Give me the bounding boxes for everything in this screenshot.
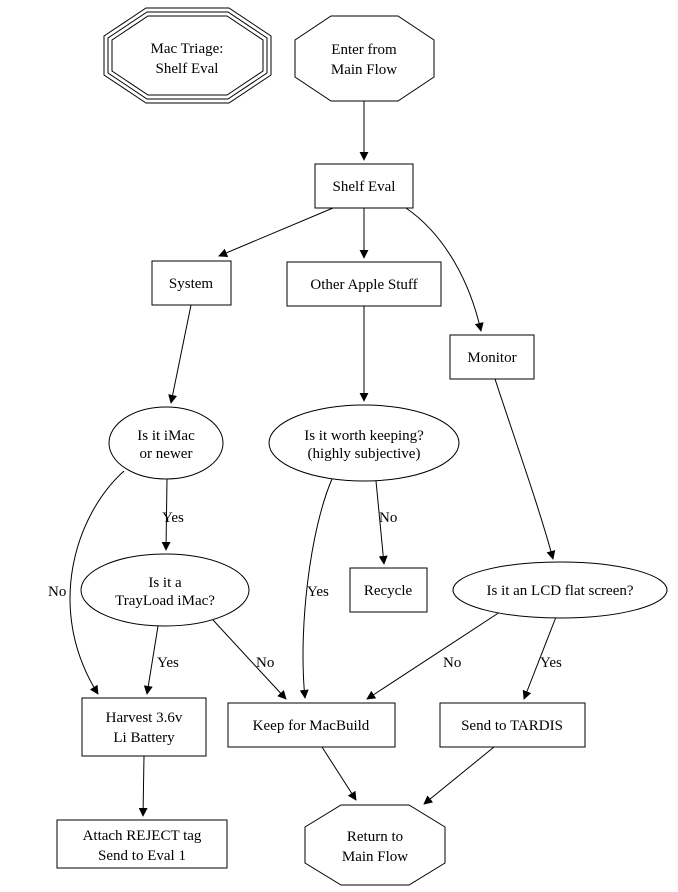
- worth-keeping-line2: (highly subjective): [308, 446, 421, 462]
- node-keep-for-macbuild: Keep for MacBuild: [227, 702, 396, 748]
- monitor-box: [449, 334, 535, 380]
- node-is-imac-or-newer: Is it iMac or newer: [108, 406, 224, 480]
- trayload-line2: TrayLoad iMac?: [115, 593, 215, 609]
- harvest-box: [81, 697, 207, 757]
- edge-label-trayload-yes: Yes: [157, 655, 179, 671]
- edge-isimac-yes-to-trayload: [161, 478, 171, 551]
- tardis-box: [439, 702, 586, 748]
- edge-isimac-no-to-harvest: [69, 470, 125, 695]
- edge-tardis-to-return: [423, 746, 495, 805]
- edge-monitor-to-lcd: [494, 378, 556, 560]
- trayload-line1: Is it a: [148, 575, 182, 591]
- monitor-label: Monitor: [467, 350, 516, 366]
- tardis-label: Send to TARDIS: [461, 718, 563, 734]
- edge-harvest-to-reject: [138, 755, 148, 817]
- enter-octagon: [294, 15, 435, 102]
- node-system: System: [151, 260, 232, 306]
- edge-label-trayload-no: No: [256, 655, 274, 671]
- reject-box: [56, 819, 228, 869]
- reject-line1: Attach REJECT tag: [83, 828, 202, 844]
- edge-shelfeval-to-monitor: [405, 207, 484, 332]
- reject-line2: Send to Eval 1: [98, 848, 186, 864]
- title-line1: Mac Triage:: [151, 41, 224, 57]
- edge-worthkeeping-no-to-recycle: [375, 480, 388, 565]
- title-octagon-inner: [111, 15, 264, 96]
- edge-trayload-yes-to-harvest: [143, 625, 159, 695]
- node-worth-keeping: Is it worth keeping? (highly subjective): [268, 404, 460, 482]
- edge-lcd-yes-to-tardis: [522, 616, 557, 700]
- is-imac-ellipse: [108, 406, 224, 480]
- keep-label: Keep for MacBuild: [253, 718, 370, 734]
- edge-label-worth-yes: Yes: [307, 584, 329, 600]
- shelf-eval-box: [314, 163, 414, 209]
- node-lcd-flat-screen: Is it an LCD flat screen?: [452, 561, 668, 619]
- return-line2: Main Flow: [342, 849, 408, 865]
- edge-worthkeeping-yes-to-keep: [299, 478, 333, 699]
- is-imac-line2: or newer: [140, 446, 193, 462]
- return-line1: Return to: [347, 829, 403, 845]
- edge-label-isimac-no: No: [48, 584, 66, 600]
- edge-label-worth-no: No: [379, 510, 397, 526]
- node-trayload-imac: Is it a TrayLoad iMac?: [80, 553, 250, 627]
- return-octagon: [304, 804, 446, 886]
- node-enter-from-main-flow: Enter from Main Flow: [294, 15, 435, 102]
- enter-line2: Main Flow: [331, 62, 397, 78]
- system-label: System: [169, 276, 214, 292]
- node-monitor: Monitor: [449, 334, 535, 380]
- lcd-ellipse: [452, 561, 668, 619]
- edge-lcd-no-to-keep: [366, 611, 501, 700]
- harvest-line2: Li Battery: [113, 730, 175, 746]
- other-apple-label: Other Apple Stuff: [310, 277, 417, 293]
- edge-labels: Yes No Yes No No Yes No Yes: [48, 510, 562, 671]
- node-harvest-battery: Harvest 3.6v Li Battery: [81, 697, 207, 757]
- edge-shelfeval-to-system: [218, 207, 334, 258]
- node-recycle: Recycle: [349, 567, 428, 613]
- enter-line1: Enter from: [331, 42, 397, 58]
- node-send-to-tardis: Send to TARDIS: [439, 702, 586, 748]
- edge-label-lcd-yes: Yes: [540, 655, 562, 671]
- other-apple-box: [286, 261, 442, 307]
- edge-trayload-no-to-keep: [212, 619, 287, 700]
- keep-box: [227, 702, 396, 748]
- trayload-ellipse: [80, 553, 250, 627]
- shelf-eval-label: Shelf Eval: [333, 179, 396, 195]
- edge-label-isimac-yes: Yes: [162, 510, 184, 526]
- lcd-label: Is it an LCD flat screen?: [486, 583, 633, 599]
- edge-keep-to-return: [321, 746, 357, 801]
- is-imac-line1: Is it iMac: [137, 428, 195, 444]
- node-return-to-main-flow: Return to Main Flow: [304, 804, 446, 886]
- node-attach-reject-tag: Attach REJECT tag Send to Eval 1: [56, 819, 228, 869]
- recycle-label: Recycle: [364, 583, 413, 599]
- edge-system-to-isimac: [168, 304, 192, 404]
- harvest-line1: Harvest 3.6v: [106, 710, 183, 726]
- node-other-apple-stuff: Other Apple Stuff: [286, 261, 442, 307]
- node-title-mac-triage: Mac Triage: Shelf Eval: [103, 7, 272, 104]
- recycle-box: [349, 567, 428, 613]
- worth-keeping-line1: Is it worth keeping?: [304, 428, 424, 444]
- edge-label-lcd-no: No: [443, 655, 461, 671]
- worth-keeping-ellipse: [268, 404, 460, 482]
- node-shelf-eval: Shelf Eval: [314, 163, 414, 209]
- edges: [69, 101, 557, 817]
- title-line2: Shelf Eval: [156, 61, 219, 77]
- system-box: [151, 260, 232, 306]
